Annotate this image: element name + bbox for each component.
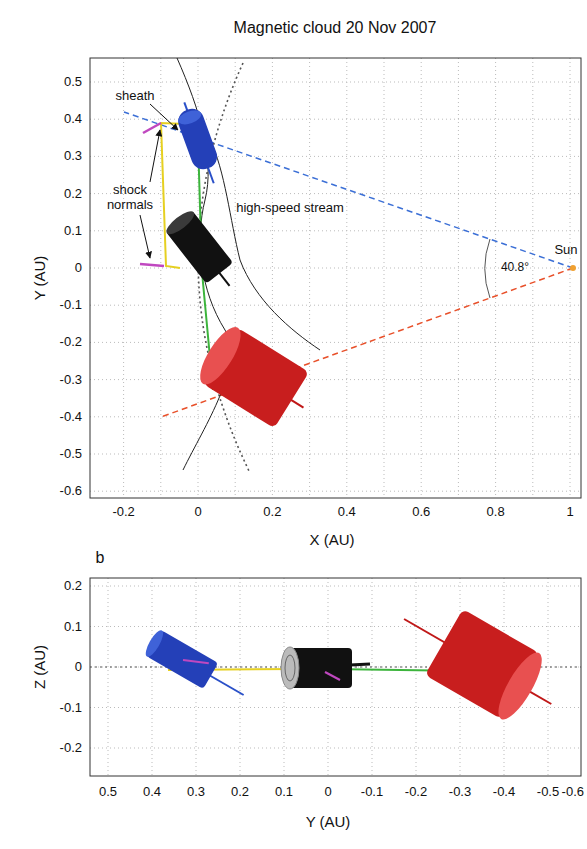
tick-label: 0.2 bbox=[263, 505, 281, 520]
grid-line bbox=[240, 578, 241, 776]
grid-line bbox=[458, 58, 459, 498]
annotation: shock normals bbox=[99, 183, 161, 213]
grid-line bbox=[372, 578, 373, 776]
tick-label: 0.3 bbox=[187, 785, 205, 800]
shock-normal bbox=[143, 123, 161, 133]
grid-lines bbox=[90, 58, 581, 776]
grid-line bbox=[108, 578, 109, 776]
leader-arrow bbox=[150, 104, 178, 130]
tick-label: -0.2 bbox=[405, 785, 427, 800]
grid-line bbox=[90, 586, 581, 587]
tick-label: 0.2 bbox=[64, 186, 82, 201]
tick-label: 0 bbox=[75, 261, 82, 276]
red-flux-rope bbox=[193, 321, 321, 435]
grid-line bbox=[90, 305, 581, 306]
tick-label: 0 bbox=[75, 660, 82, 675]
grid-line bbox=[532, 58, 533, 498]
grid-line bbox=[123, 58, 124, 498]
axis-title: Z (AU) bbox=[31, 645, 48, 689]
grid-line bbox=[90, 748, 581, 749]
tick-label: -0.5 bbox=[537, 785, 559, 800]
tick-label: 0.5 bbox=[99, 785, 117, 800]
tick-label: 0.1 bbox=[275, 785, 293, 800]
tick-label: 0.3 bbox=[64, 149, 82, 164]
axis-title: X (AU) bbox=[310, 531, 355, 548]
tick-label: -0.2 bbox=[60, 741, 82, 756]
tick-label: -0.1 bbox=[60, 700, 82, 715]
annotation: sheath bbox=[115, 89, 154, 104]
tick-label: -0.4 bbox=[60, 409, 82, 424]
grid-line bbox=[90, 156, 581, 157]
black-flux-rope bbox=[163, 208, 243, 297]
grid-line bbox=[421, 58, 422, 498]
angle-label: 40.8° bbox=[501, 261, 529, 275]
grid-line bbox=[152, 578, 153, 776]
panel-letter: b bbox=[96, 549, 105, 567]
annotation: Sun bbox=[554, 243, 577, 258]
grid-line bbox=[90, 119, 581, 120]
tick-label: -0.2 bbox=[60, 335, 82, 350]
tick-label: -0.3 bbox=[449, 785, 471, 800]
tick-label: 0.1 bbox=[64, 619, 82, 634]
plot-frame bbox=[90, 578, 581, 776]
tick-label: 0.4 bbox=[143, 785, 161, 800]
grid-line bbox=[90, 342, 581, 343]
tick-label: -0.6 bbox=[60, 484, 82, 499]
grid-line bbox=[90, 379, 581, 380]
black-flux-rope bbox=[281, 647, 370, 689]
annotation: high-speed stream bbox=[236, 201, 344, 216]
stream-interface bbox=[210, 140, 320, 350]
grid-line bbox=[309, 58, 310, 498]
grid-line bbox=[90, 230, 581, 231]
grid-line bbox=[416, 578, 417, 776]
tick-label: -0.1 bbox=[60, 298, 82, 313]
tick-label: 0.2 bbox=[64, 579, 82, 594]
axis-title: Y (AU) bbox=[306, 813, 351, 830]
grid-line bbox=[384, 58, 385, 498]
blue-flux-rope bbox=[172, 98, 226, 188]
tick-label: -0.5 bbox=[60, 447, 82, 462]
grid-line bbox=[570, 58, 571, 498]
red-flux-rope bbox=[385, 586, 570, 737]
grid-line bbox=[235, 58, 236, 498]
tick-label: -0.2 bbox=[112, 505, 134, 520]
tick-label: 0.4 bbox=[64, 112, 82, 127]
tick-label: 0.5 bbox=[64, 75, 82, 90]
leader-arrow bbox=[140, 215, 150, 258]
tick-label: 0.6 bbox=[412, 505, 430, 520]
tick-label: 0.2 bbox=[231, 785, 249, 800]
tick-label: 0.1 bbox=[64, 223, 82, 238]
grid-line bbox=[272, 58, 273, 498]
grid-line bbox=[90, 82, 581, 83]
leader-arrow bbox=[150, 130, 160, 182]
tick-label: 0.8 bbox=[487, 505, 505, 520]
grid-line bbox=[90, 454, 581, 455]
blue-flux-rope bbox=[143, 628, 252, 708]
plot-frame bbox=[90, 58, 581, 498]
angle-arc bbox=[485, 239, 490, 298]
tick-label: 1 bbox=[566, 505, 573, 520]
shock-normal bbox=[140, 264, 164, 266]
grid-line bbox=[346, 58, 347, 498]
figure-title: Magnetic cloud 20 Nov 2007 bbox=[234, 19, 437, 37]
tick-label: -0.3 bbox=[60, 372, 82, 387]
grid-line bbox=[90, 491, 581, 492]
tick-label: -0.6 bbox=[562, 785, 584, 800]
tick-label: 0 bbox=[324, 785, 331, 800]
sun-dot bbox=[570, 265, 576, 271]
tick-label: -0.1 bbox=[361, 785, 383, 800]
axis-title: Y (AU) bbox=[31, 256, 48, 301]
grid-line bbox=[495, 58, 496, 498]
grid-line bbox=[90, 626, 581, 627]
grid-line bbox=[548, 578, 549, 776]
tick-label: -0.4 bbox=[493, 785, 515, 800]
tick-label: 0 bbox=[194, 505, 201, 520]
tick-label: 0.4 bbox=[338, 505, 356, 520]
